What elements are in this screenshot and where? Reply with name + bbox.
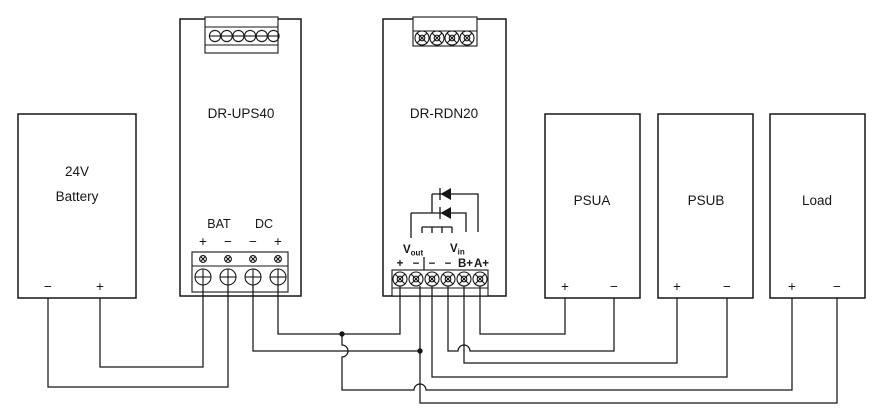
ups-top-terminal-block: [204, 16, 280, 54]
wire-dc-neg-to-vout-neg: [252, 285, 420, 352]
rdn-module-box: DR-RDN20 Vout Vin + − − − B+ A+: [382, 16, 507, 297]
rdn-vin-label: Vin: [450, 243, 465, 257]
wire-battery-pos-to-bat-pos: [99, 285, 204, 368]
ups-bat-neg-label: −: [224, 234, 232, 249]
ups-dc-label: DC: [255, 217, 273, 231]
ups-title: DR-UPS40: [208, 106, 275, 121]
rdn-vout-pos-label: +: [397, 258, 404, 270]
wire-aplus-to-psua-pos: [479, 286, 566, 335]
junction-dot-vout-pos: [339, 331, 345, 337]
rdn-outline: [382, 18, 507, 297]
ups-dc-neg-label: −: [249, 234, 257, 249]
ups-module-box: DR-UPS40 BAT DC + − − +: [179, 16, 302, 297]
load-pos-label: +: [788, 279, 796, 294]
battery-name-label: Battery: [56, 189, 99, 204]
rdn-aplus-label: A+: [474, 258, 489, 270]
diode-b-wire: [411, 212, 467, 232]
wire-dc-pos-to-vout-pos: [277, 285, 401, 335]
battery-outline: [17, 113, 137, 299]
psua-pos-label: +: [561, 279, 569, 294]
rdn-bplus-label: B+: [458, 258, 473, 270]
wire-vout-neg-to-load-neg: [419, 286, 838, 404]
rdn-top-terminal-block: [412, 16, 478, 47]
psub-neg-label: −: [723, 279, 731, 294]
battery-pos-label: +: [96, 279, 104, 294]
rdn-bottom-terminal-block: [391, 269, 489, 297]
rdn-diode-network: [410, 188, 479, 238]
minus-bus-comb: [421, 226, 453, 233]
ups-bottom-set-screws: [199, 255, 282, 263]
rdn-vin-neg2-label: −: [445, 258, 452, 270]
wire-vout-pos-to-load-pos: [341, 298, 793, 391]
battery-neg-label: −: [44, 279, 52, 294]
ups-top-screws: [208, 29, 280, 43]
diode-a-icon: [439, 188, 451, 200]
rdn-title: DR-RDN20: [410, 106, 478, 121]
rdn-top-screws: [414, 30, 475, 46]
load-neg-label: −: [833, 279, 841, 294]
battery-box: 24V Battery − +: [17, 113, 137, 299]
wires: [47, 285, 838, 404]
psua-box: PSUA + −: [544, 113, 641, 299]
psua-title: PSUA: [574, 193, 611, 208]
rdn-vin-neg1-label: −: [429, 258, 436, 270]
ups-bottom-terminal-block: [191, 251, 289, 293]
load-outline: [769, 113, 866, 299]
psub-box: PSUB + −: [657, 113, 754, 299]
ups-bat-label: BAT: [207, 217, 231, 231]
junction-dot-vout-neg: [417, 348, 423, 354]
wire-bplus-to-psub-pos: [463, 286, 678, 364]
load-title: Load: [802, 193, 832, 208]
wire-vin-neg-to-psub-neg: [431, 286, 728, 378]
psua-neg-label: −: [610, 279, 618, 294]
wire-battery-neg-to-bat-neg: [47, 285, 229, 388]
battery-voltage-label: 24V: [65, 164, 89, 179]
rdn-vout-neg-label: −: [413, 258, 420, 270]
psub-title: PSUB: [688, 193, 725, 208]
psua-outline: [544, 113, 641, 299]
diode-b-icon: [439, 207, 451, 219]
ups-dc-pos-label: +: [274, 234, 282, 249]
load-box: Load + −: [769, 113, 866, 299]
psub-pos-label: +: [673, 279, 681, 294]
rdn-vout-label: Vout: [403, 244, 423, 258]
ups-bat-pos-label: +: [199, 234, 207, 249]
psub-outline: [657, 113, 754, 299]
